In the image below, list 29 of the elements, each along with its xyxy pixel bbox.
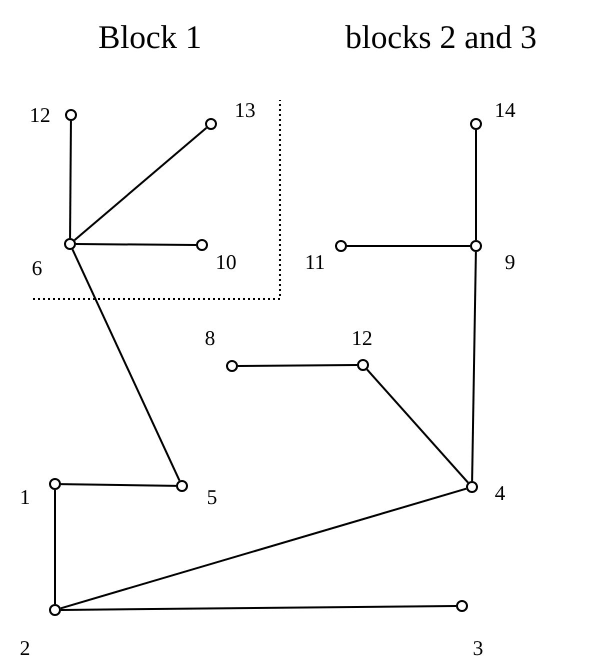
connector-line	[74, 127, 208, 241]
vertex-number: 8	[204, 327, 216, 349]
vertex-number: 14	[494, 99, 516, 121]
vertex-number: 12	[352, 327, 372, 349]
connector-line	[54, 490, 56, 604]
vertex-number: 3	[472, 637, 484, 659]
connector-line	[238, 364, 357, 367]
vertex-number: 13	[234, 99, 256, 121]
block-heading: Block 1	[98, 20, 202, 56]
connector-line	[60, 483, 176, 487]
connector-line	[366, 368, 469, 484]
vertex-number: 11	[304, 251, 326, 273]
connector-line	[475, 130, 477, 240]
vertex-number: 9	[504, 251, 516, 273]
vertex-number: 2	[20, 637, 30, 659]
vertex-number: 10	[216, 251, 236, 273]
connector-line	[347, 245, 470, 247]
block-heading: blocks 2 and 3	[345, 20, 537, 56]
vertex-number: 12	[30, 104, 50, 126]
connector-line	[72, 249, 180, 481]
connector-line	[69, 120, 72, 238]
vertex-number: 1	[20, 486, 30, 508]
connector-line	[471, 252, 477, 482]
vertex-number: 4	[494, 482, 506, 504]
connector-line	[76, 243, 196, 246]
connector-line	[60, 488, 467, 610]
connector-line	[61, 605, 456, 611]
vertex-number: 5	[206, 486, 218, 508]
vertex-number: 6	[32, 257, 42, 279]
